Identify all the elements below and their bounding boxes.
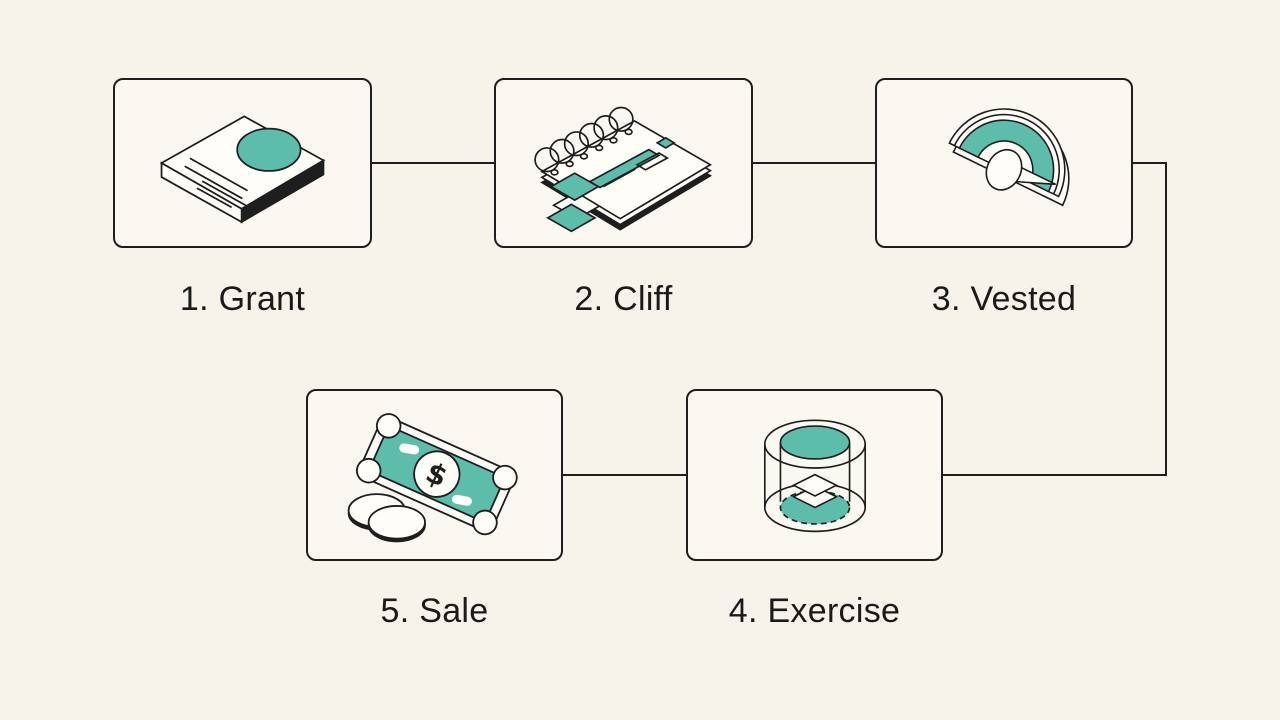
step-label-sale: 5. Sale [380, 592, 489, 630]
cylinder-layers-icon [763, 419, 866, 533]
step-card-exercise [686, 389, 943, 561]
step-card-vested [875, 78, 1133, 248]
money-coins-icon: $ [347, 412, 518, 542]
connector-cliff-vested [752, 162, 875, 164]
connector-elbow-exercise [942, 474, 1167, 476]
step-label-grant: 1. Grant [179, 280, 306, 318]
step-label-vested: 3. Vested [931, 280, 1077, 318]
step-card-sale: $ [306, 389, 563, 561]
spiral-notebook-icon [533, 106, 712, 232]
connector-vertical-line [1165, 162, 1167, 476]
step-card-cliff [494, 78, 753, 248]
connector-vested-elbow [1132, 162, 1167, 164]
step-label-exercise: 4. Exercise [728, 592, 901, 630]
connector-grant-cliff [371, 162, 494, 164]
gauge-icon [948, 108, 1070, 207]
step-label-cliff: 2. Cliff [574, 280, 673, 318]
certificate-icon [159, 115, 326, 224]
connector-sale-exercise [562, 474, 687, 476]
step-card-grant [113, 78, 372, 248]
